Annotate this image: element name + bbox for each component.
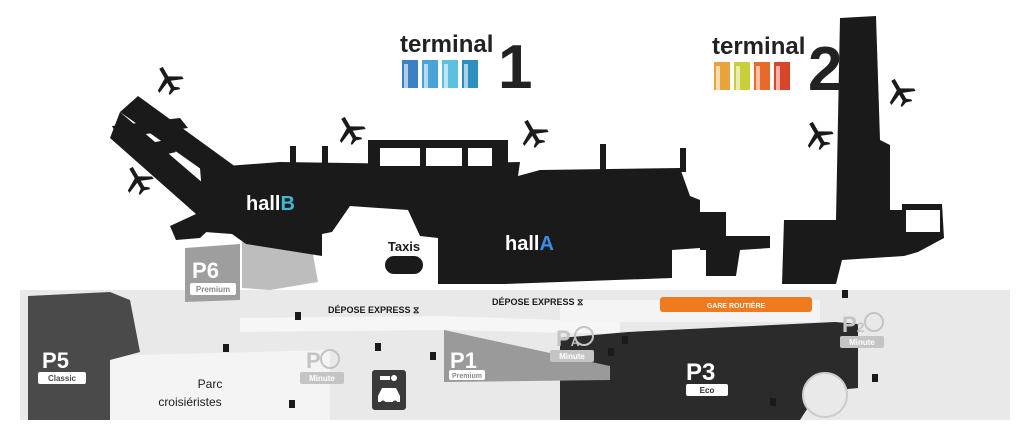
- svg-text:P1: P1: [450, 348, 477, 373]
- parking-minute-left-name: Minute: [309, 374, 335, 383]
- parking-p2-minute-badge: P2 Minute: [840, 312, 884, 348]
- markers: [223, 290, 878, 408]
- parking-p5-badge: P5 Classic: [38, 348, 86, 384]
- parking-p6-badge: P6 Premium: [190, 258, 236, 295]
- parking-minute-left-badge: P Minute: [300, 348, 344, 384]
- hall-a-label: hallA: [505, 233, 554, 255]
- taxis-pill: [385, 256, 423, 274]
- terminal-1-building: [110, 96, 770, 284]
- p1-area: [444, 330, 610, 382]
- svg-text:P2: P2: [842, 312, 865, 337]
- car-rental-icon: [372, 370, 406, 410]
- hall-b-label: hallB: [246, 193, 295, 215]
- svg-text:P6: P6: [192, 258, 219, 283]
- parking-p5-name: Classic: [48, 374, 77, 383]
- svg-text:P: P: [306, 348, 321, 373]
- svg-text:PA: PA: [556, 326, 580, 351]
- terminal-2-word: terminal: [712, 33, 805, 60]
- parking-p6-name: Premium: [196, 285, 230, 294]
- parking-p2-minute-name: Minute: [849, 338, 875, 347]
- terminal-2-logo: terminal 2: [712, 33, 842, 104]
- parking-p3-name: Eco: [700, 386, 715, 395]
- svg-text:P5: P5: [42, 348, 69, 373]
- parc-label-line2: croisiéristes: [158, 395, 221, 409]
- parking-p1-badge: P1 Premium: [449, 348, 485, 380]
- taxis-label: Taxis: [388, 239, 420, 254]
- gare-routiere-label: GARE ROUTIÈRE: [707, 301, 766, 310]
- terminal-2-number: 2: [808, 35, 842, 104]
- terminal-2-building: [782, 16, 944, 284]
- parc-label-line1: Parc: [198, 377, 223, 391]
- terminal-1-number: 1: [498, 33, 532, 102]
- roundabout: [802, 372, 848, 418]
- p5-area: [28, 292, 140, 420]
- terminal-1-logo: terminal 1: [400, 31, 532, 102]
- depose-express-2: DÉPOSE EXPRESS ⧖: [492, 297, 583, 307]
- parking-p3-badge: P3 Eco: [686, 359, 728, 396]
- parking-pa-minute-name: Minute: [559, 352, 585, 361]
- parking-pa-minute-badge: PA Minute: [550, 326, 594, 362]
- gare-routiere-bar: [660, 297, 812, 312]
- airplane-icons: [127, 66, 916, 196]
- p3-area: [560, 322, 858, 420]
- svg-text:P3: P3: [686, 359, 715, 386]
- depose-express-1: DÉPOSE EXPRESS ⧖: [328, 305, 419, 315]
- terminal-1-word: terminal: [400, 31, 493, 58]
- parking-p1-name: Premium: [452, 373, 482, 380]
